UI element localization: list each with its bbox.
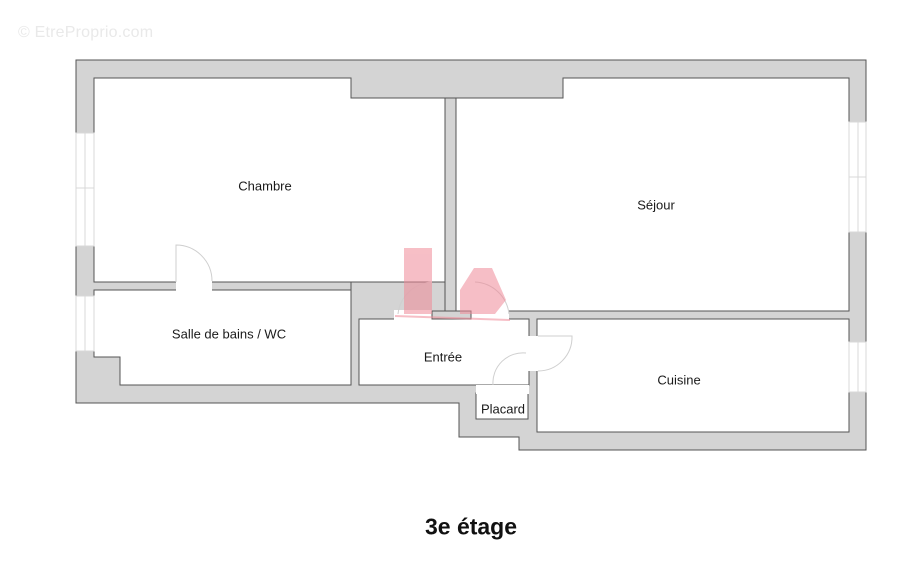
partition-wall: [444, 97, 457, 312]
windows-right: [848, 121, 867, 393]
watermark-text: © EtreProprio.com: [18, 24, 154, 41]
room-label-salle-de-bains: Salle de bains / WC: [171, 326, 287, 342]
room-label-sejour: Séjour: [637, 197, 675, 213]
room-label-cuisine: Cuisine: [657, 372, 701, 388]
house-logo-icon: [394, 248, 511, 321]
windows-left: [75, 132, 95, 352]
door-opening-chambre-sdb: [176, 281, 212, 291]
watermark: © EtreProprio.com: [18, 24, 153, 42]
door-opening-entree-top-left: [394, 310, 432, 320]
room-placard: [475, 392, 529, 420]
room-label-entree: Entrée: [423, 349, 463, 365]
room-cuisine: [536, 318, 850, 433]
room-label-chambre: Chambre: [238, 178, 292, 194]
door-opening-cuisine: [528, 336, 538, 371]
room-label-placard: Placard: [480, 401, 526, 417]
room-sejour: [455, 77, 850, 312]
floor-title: 3e étage: [424, 513, 518, 540]
door-opening-entree-top-right: [471, 310, 509, 320]
